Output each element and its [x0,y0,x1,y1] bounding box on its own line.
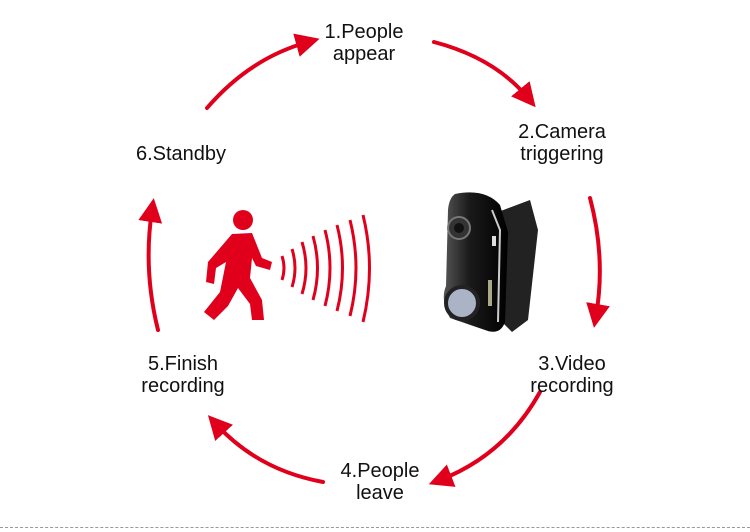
arrow-standby-to-appear [205,33,320,110]
step-2-line2: triggering [520,143,604,165]
step-1-line1: 1.People [324,21,404,43]
step-4-label: 4.People leave [341,460,420,504]
arrow-finish-to-standby [138,198,163,332]
step-2-label: 2.Camera triggering [518,121,606,165]
walking-person-icon [204,210,272,320]
step-3-line2: recording [530,375,614,397]
signal-waves-icon [280,214,371,323]
step-3-line1: 3.Video [538,353,606,375]
bottom-dashed-divider [0,527,750,528]
arrow-trigger-to-record [586,196,610,328]
step-5-label: 5.Finish recording [141,353,224,397]
arrow-appear-to-trigger [432,40,536,108]
arrow-record-to-leave [428,390,542,487]
step-5-line2: recording [141,375,225,397]
step-4-line1: 4.People [340,460,420,482]
mini-camera-image [443,192,538,332]
arrow-leave-to-finish [207,415,325,484]
step-3-label: 3.Video recording [530,353,613,397]
step-6-label: 6.Standby [136,143,226,165]
step-2-line1: 2.Camera [518,121,606,143]
step-6-line1: 6.Standby [135,143,227,165]
step-5-line1: 5.Finish [147,353,219,375]
step-1-line2: appear [332,43,396,65]
step-1-label: 1.People appear [325,21,404,65]
step-4-line2: leave [356,482,404,504]
